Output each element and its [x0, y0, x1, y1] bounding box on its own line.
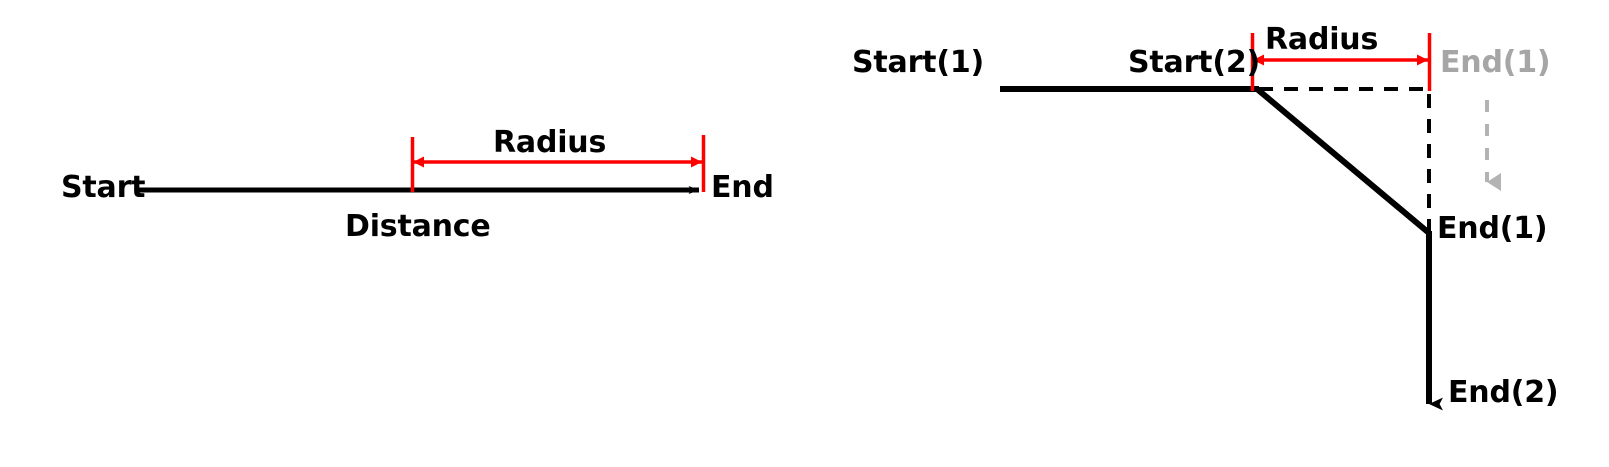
- label-start-2: Start(2): [1128, 45, 1261, 80]
- label-end-1: End(1): [1437, 211, 1548, 246]
- segment-bevel: [1255, 86, 1431, 236]
- label-end-1-ghost: End(1): [1440, 45, 1551, 80]
- left-panel-group: [135, 135, 706, 194]
- label-radius-right: Radius: [1265, 22, 1379, 57]
- dashed-original-corner: [1259, 87, 1431, 233]
- label-start: Start: [61, 170, 146, 205]
- label-start-1: Start(1): [852, 45, 985, 80]
- label-distance: Distance: [345, 209, 491, 244]
- label-end: End: [711, 170, 774, 205]
- label-radius-left: Radius: [493, 125, 607, 160]
- right-panel-group: [1000, 33, 1501, 411]
- label-end-2: End(2): [1448, 375, 1559, 410]
